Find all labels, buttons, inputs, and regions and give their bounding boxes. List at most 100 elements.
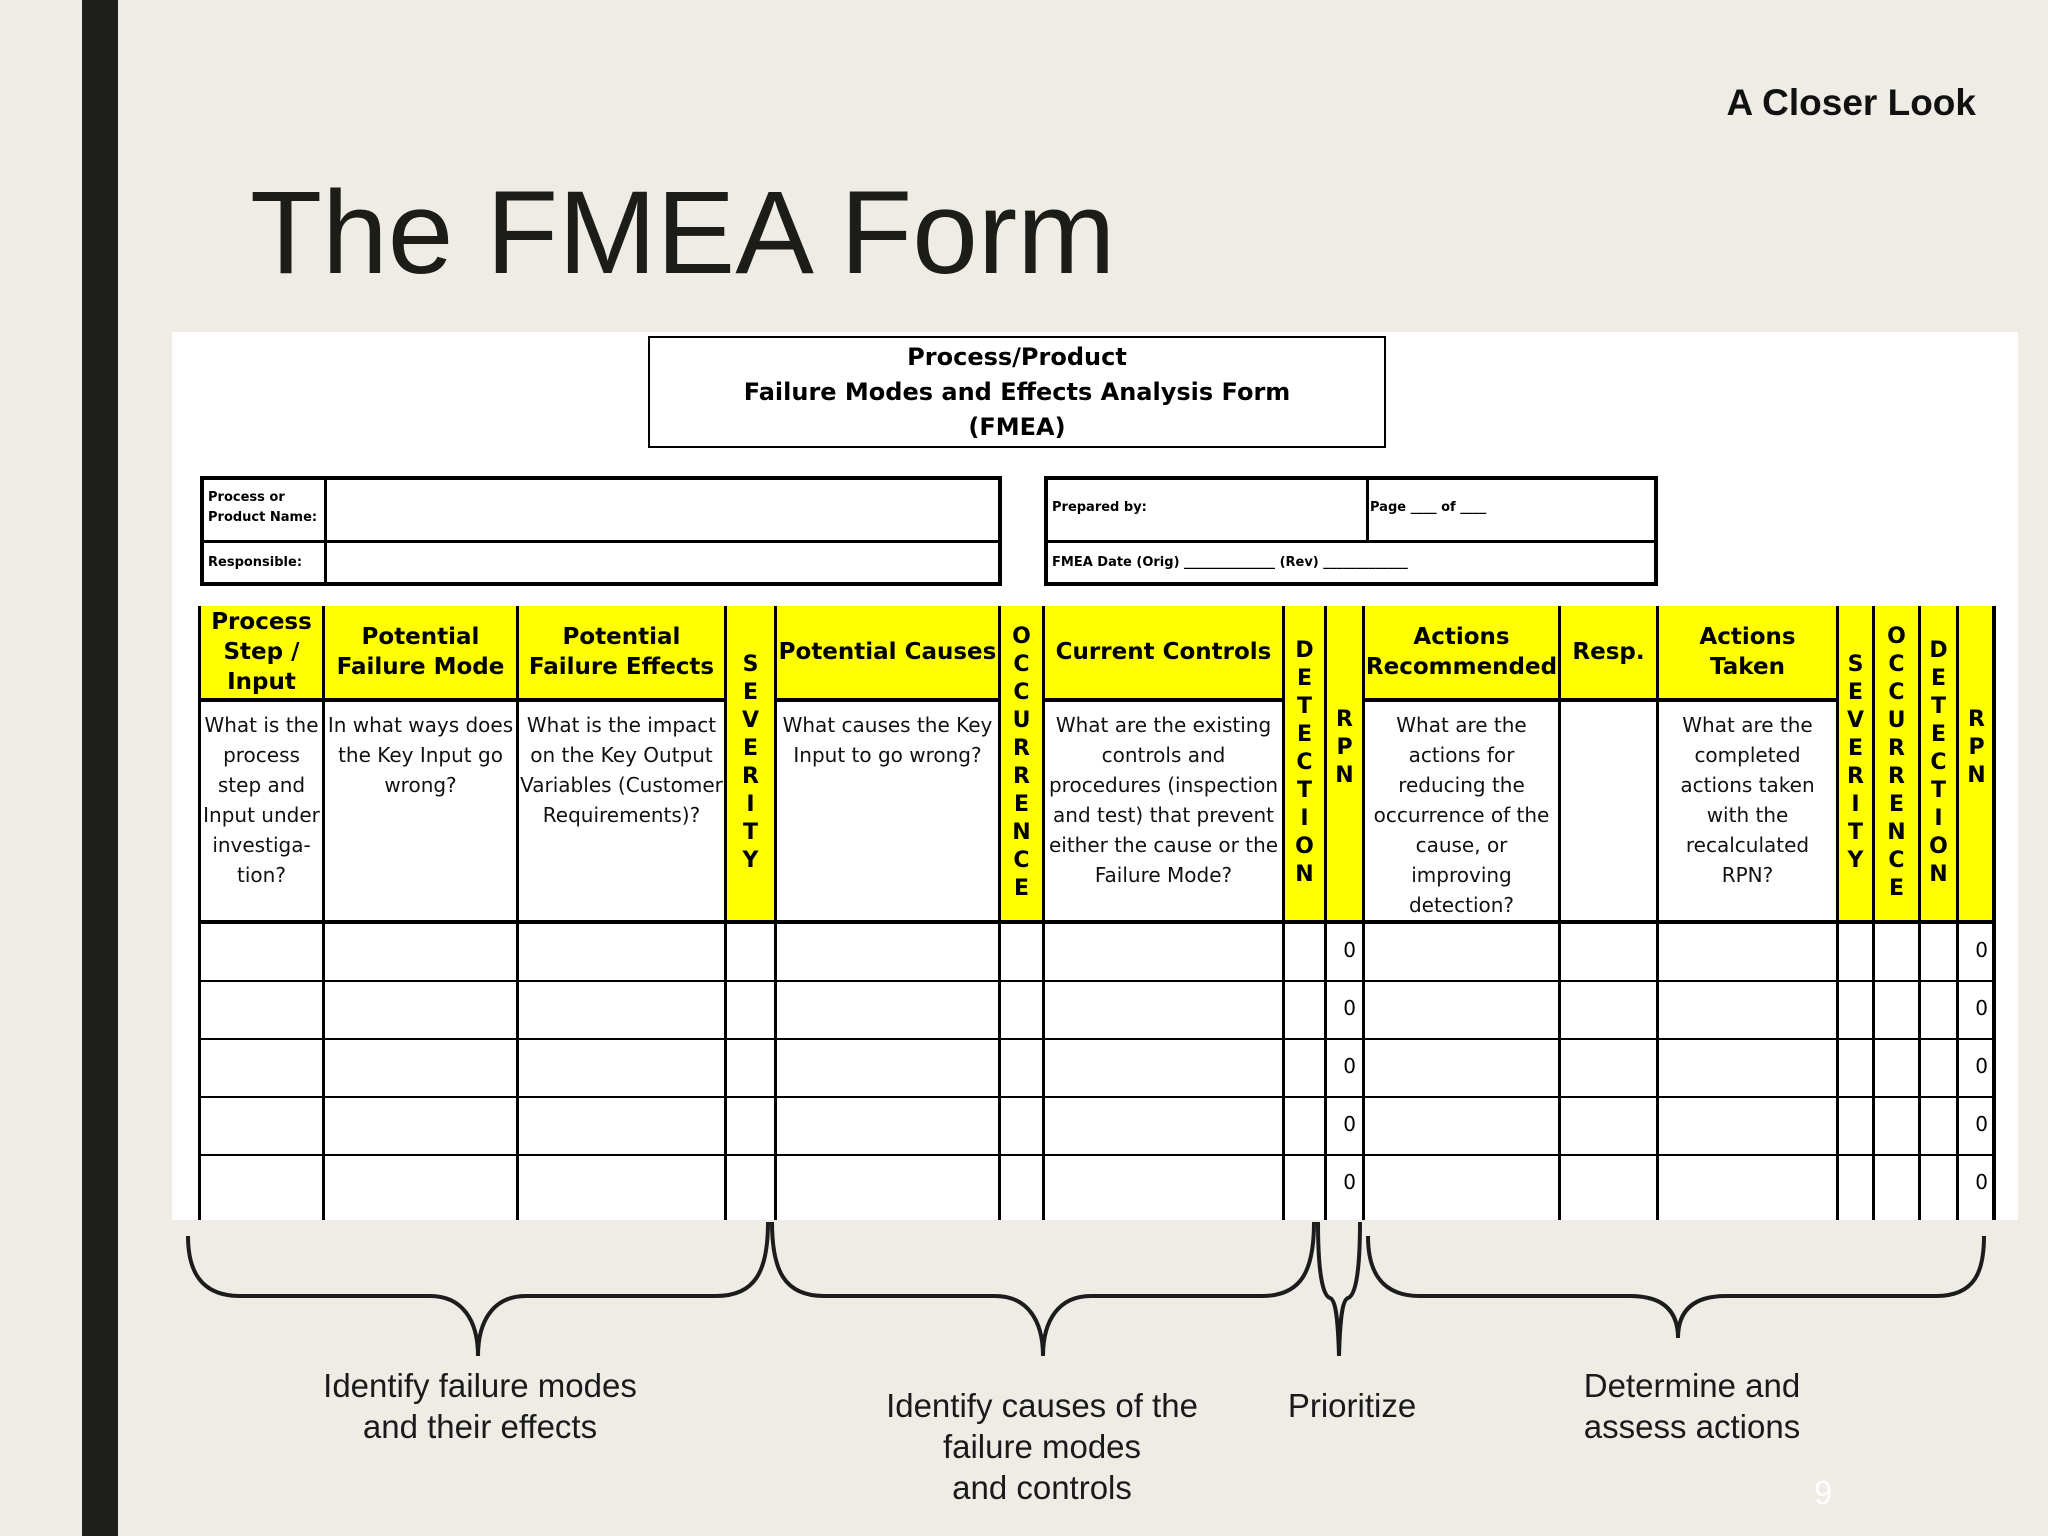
header-resp: Resp.	[1561, 606, 1656, 702]
form-title: Process/Product Failure Modes and Effect…	[648, 336, 1386, 448]
brace-4	[1366, 1235, 1986, 1339]
vertical-letter: T	[1930, 694, 1946, 719]
vertical-letter: E	[742, 736, 759, 761]
vertical-letter: N	[1012, 820, 1031, 845]
fmea-form: Process/Product Failure Modes and Effect…	[172, 332, 2018, 1220]
section-label: A Closer Look	[1726, 82, 1976, 123]
rpn-value: 0	[1975, 1112, 1988, 1136]
vertical-letter: U	[1887, 708, 1906, 733]
left-accent-bar	[82, 0, 118, 1536]
vertical-letter: E	[1847, 680, 1864, 705]
prepared-info-box: Prepared by: Page ____ of ____ FMEA Date…	[1044, 476, 1658, 586]
vertical-letter: D	[1929, 638, 1948, 663]
header-actions-recommended: Actions Recommended	[1365, 606, 1558, 702]
vertical-letter: I	[746, 792, 755, 817]
vertical-letter: I	[1851, 792, 1860, 817]
vertical-letter: E	[1930, 722, 1947, 747]
vertical-letter: V	[741, 708, 760, 733]
rpn-value: 0	[1343, 938, 1356, 962]
desc-failure-mode: In what ways does the Key Input go wrong…	[325, 702, 516, 924]
header-process-step: Process Step / Input	[201, 606, 322, 702]
desc-potential-causes: What causes the Key Input to go wrong?	[777, 702, 998, 924]
vertical-letter: T	[1296, 778, 1312, 803]
vertical-letter: N	[1967, 763, 1986, 788]
table-right-border	[1992, 606, 1996, 1220]
prepared-row: Prepared by: Page ____ of ____	[1048, 480, 1654, 543]
brace-1	[186, 1221, 770, 1357]
vertical-letter: R	[742, 764, 759, 789]
vertical-letter: C	[1930, 750, 1947, 775]
desc-failure-effects: What is the impact on the Key Output Var…	[519, 702, 724, 924]
vertical-letter: R	[1847, 764, 1864, 789]
col-actions-taken: Actions Taken What are the completed act…	[1656, 606, 1836, 1220]
process-name-label: Process or Product Name:	[208, 490, 318, 525]
desc-actions-taken: What are the completed actions taken wit…	[1659, 702, 1836, 924]
vertical-letter: C	[1296, 750, 1313, 775]
table-rows	[198, 924, 1996, 1220]
process-name-row: Process or Product Name:	[204, 480, 998, 543]
vertical-letter: I	[1300, 806, 1309, 831]
vertical-letter: E	[1296, 666, 1313, 691]
vertical-letter: R	[1336, 707, 1353, 732]
col-process-step: Process Step / Input What is the process…	[198, 606, 322, 1220]
col-current-controls: Current Controls What are the existing c…	[1042, 606, 1282, 1220]
rpn-value: 0	[1343, 1170, 1356, 1194]
process-info-box: Process or Product Name: Responsible:	[200, 476, 1002, 586]
rpn-value: 0	[1975, 1054, 1988, 1078]
vertical-letter: C	[1888, 848, 1905, 873]
rpn-value: 0	[1975, 1170, 1988, 1194]
rpn-value: 0	[1343, 996, 1356, 1020]
vertical-letter: C	[1013, 652, 1030, 677]
fmea-date-label: FMEA Date (Orig) ______________ (Rev) __…	[1052, 555, 1408, 570]
header-failure-effects: Potential Failure Effects	[519, 606, 724, 702]
rpn-values-2: 0 0 0 0 0	[1959, 924, 1994, 1220]
desc-process-step: What is the process step and Input under…	[201, 702, 322, 924]
vertical-letter: O	[1295, 834, 1314, 859]
vertical-letter: E	[1888, 792, 1905, 817]
vertical-letter: C	[1013, 680, 1030, 705]
vertical-letter: O	[1929, 834, 1948, 859]
fmea-table: Process Step / Input What is the process…	[198, 606, 2018, 1220]
desc-current-controls: What are the existing controls and proce…	[1045, 702, 1282, 924]
desc-actions-recommended: What are the actions for reducing the oc…	[1365, 702, 1558, 924]
header-potential-causes: Potential Causes	[777, 606, 998, 702]
brace-2	[770, 1221, 1316, 1357]
vertical-letter: R	[1013, 764, 1030, 789]
header-current-controls: Current Controls	[1045, 606, 1282, 702]
vertical-letter: P	[1336, 735, 1353, 760]
rpn-value: 0	[1975, 938, 1988, 962]
col-failure-effects: Potential Failure Effects What is the im…	[516, 606, 724, 1220]
form-title-line-3: (FMEA)	[968, 413, 1066, 441]
rpn-value: 0	[1343, 1054, 1356, 1078]
vertical-letter: R	[1013, 736, 1030, 761]
responsible-label: Responsible:	[208, 555, 303, 570]
vertical-letter: R	[1968, 707, 1985, 732]
divider	[1366, 480, 1369, 540]
vertical-letter: E	[1296, 722, 1313, 747]
vertical-letter: I	[1934, 806, 1943, 831]
vertical-letter: E	[1013, 876, 1030, 901]
slide-title: The FMEA Form	[250, 167, 1116, 299]
vertical-letter: T	[1930, 778, 1946, 803]
vertical-letter: T	[1296, 694, 1312, 719]
vertical-letter: D	[1295, 638, 1314, 663]
vertical-letter: N	[1295, 862, 1314, 887]
table-row-divider	[198, 980, 1996, 982]
form-title-line-2: Failure Modes and Effects Analysis Form	[743, 378, 1291, 406]
date-row: FMEA Date (Orig) ______________ (Rev) __…	[1048, 543, 1654, 583]
vertical-letter: E	[742, 680, 759, 705]
rpn-value: 0	[1975, 996, 1988, 1020]
